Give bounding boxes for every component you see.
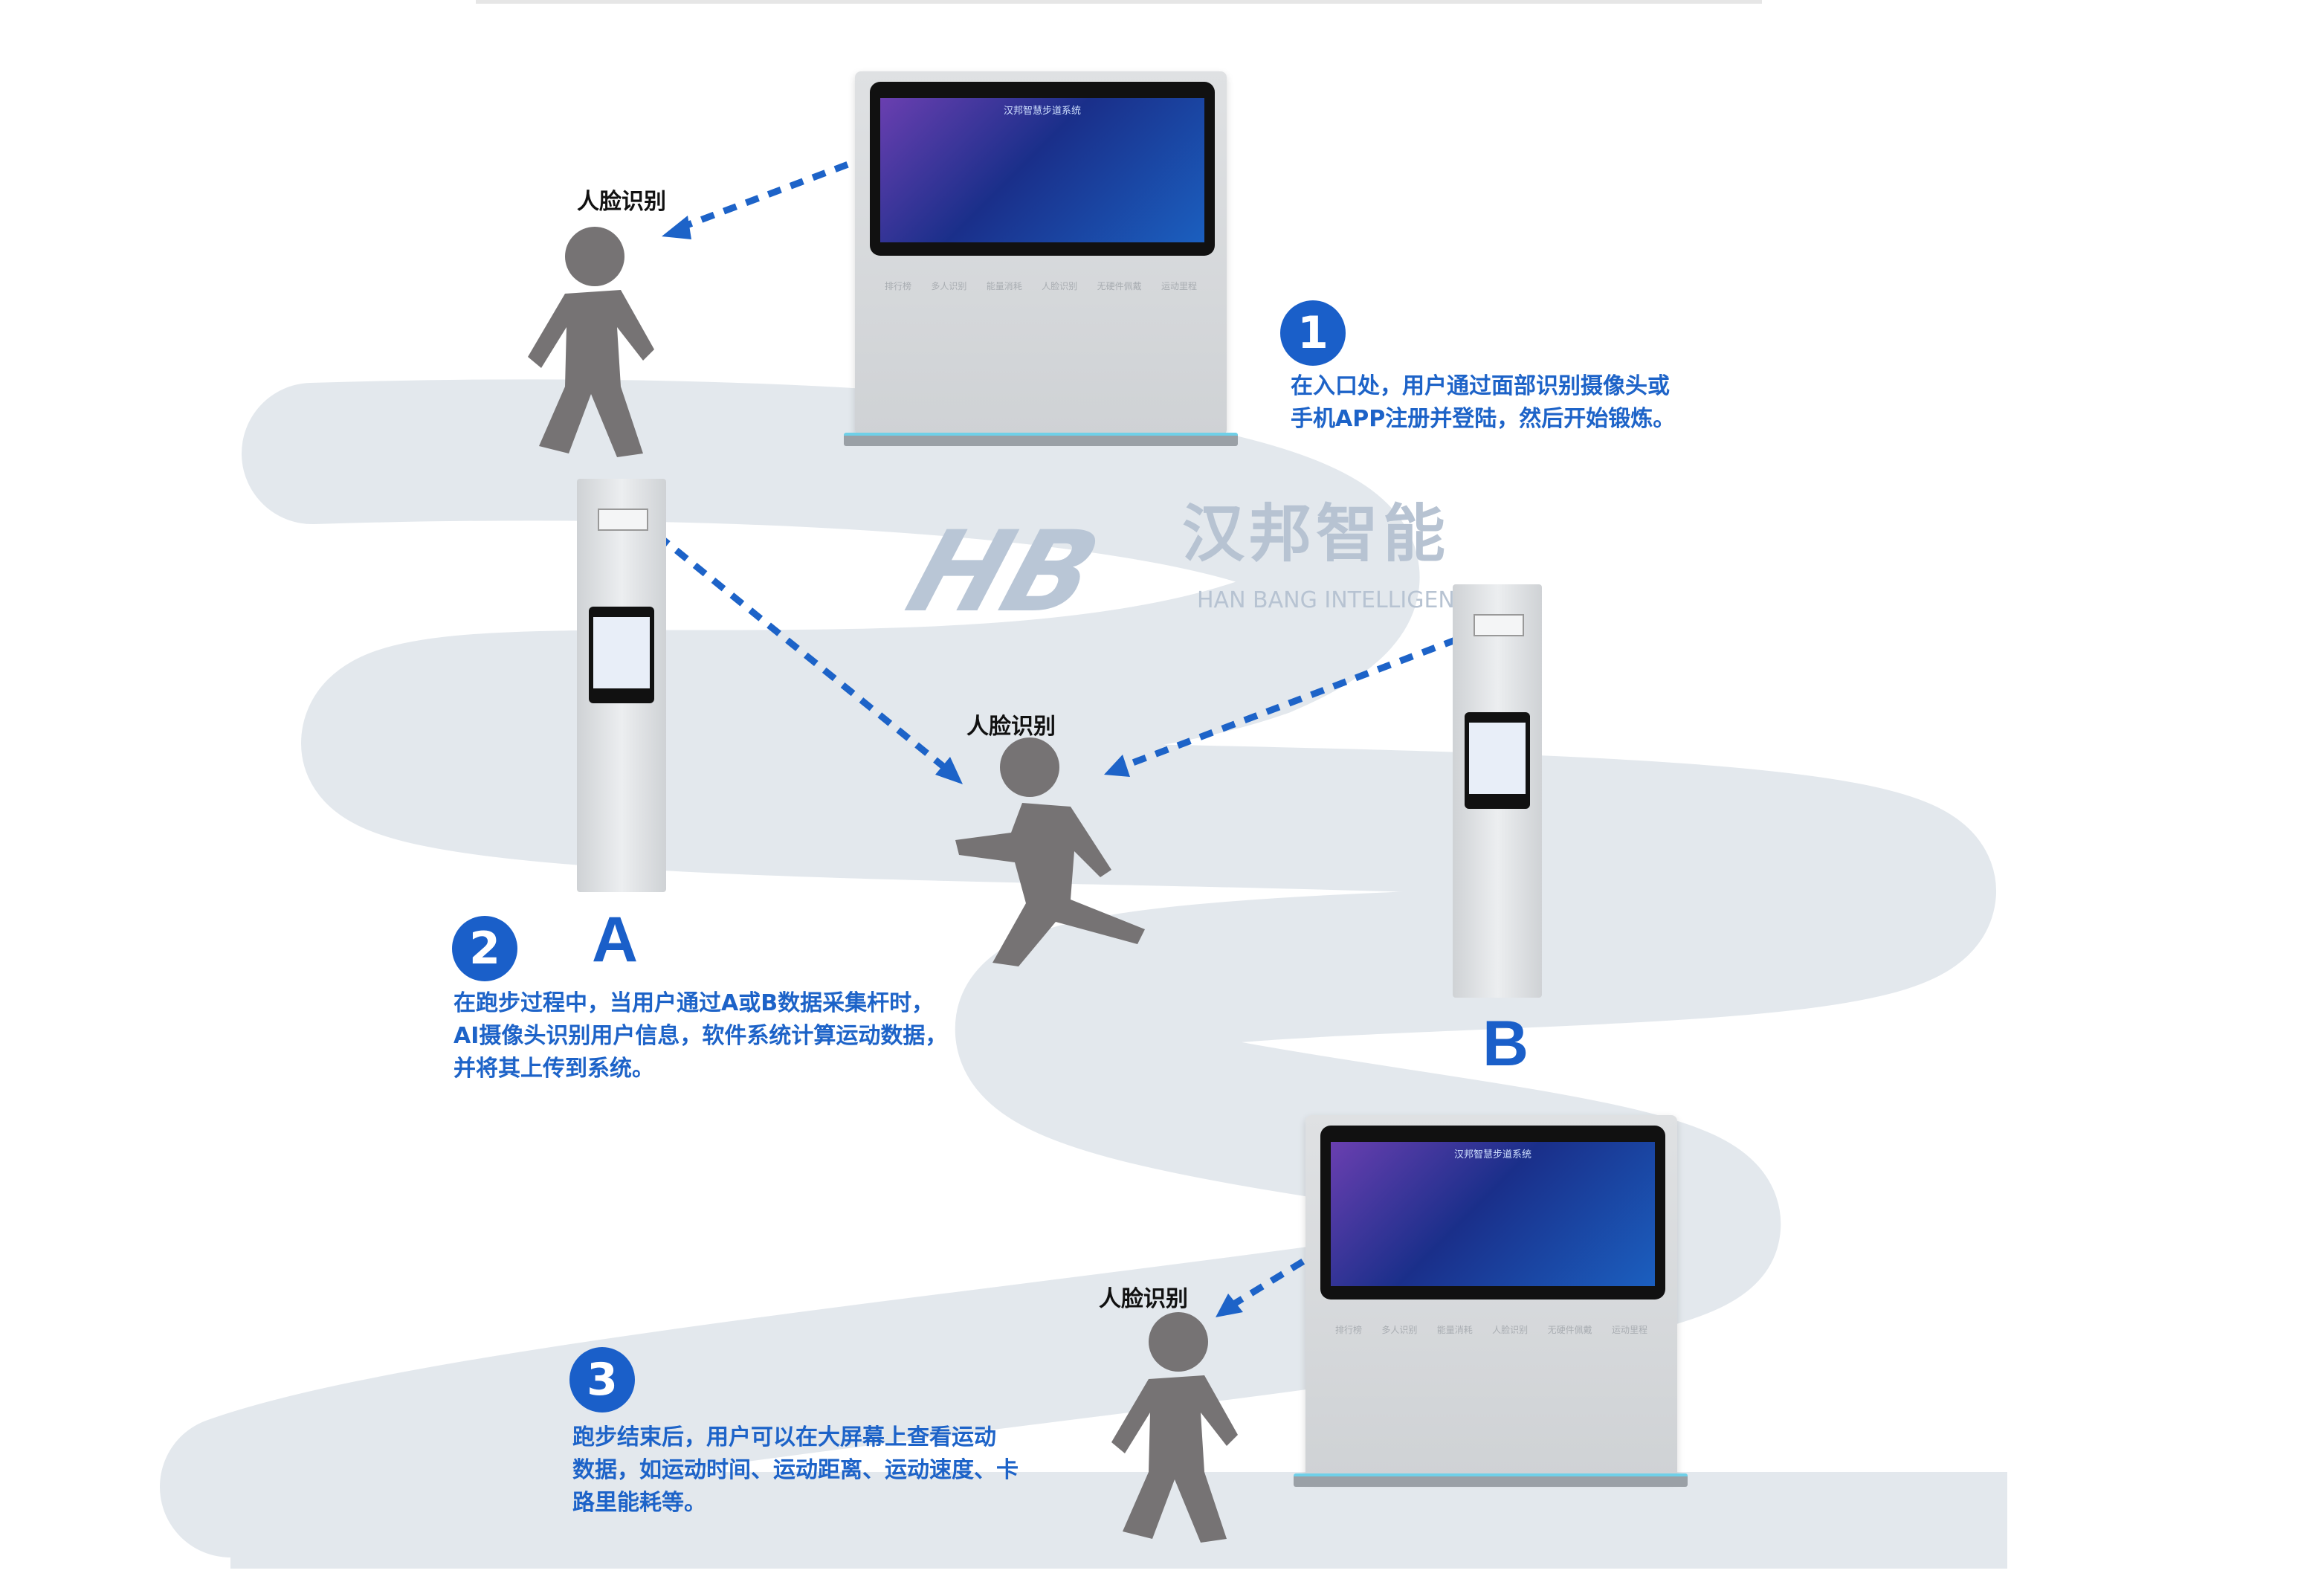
text-line: 在入口处，用户通过面部识别摄像头或 <box>1291 373 1670 399</box>
camera-icon <box>598 508 648 531</box>
display-screen: 汉邦智慧步道系统 <box>870 82 1215 256</box>
face-recognition-label: 人脸识别 <box>966 714 1056 740</box>
text-line: 手机APP注册并登陆，然后开始锻炼。 <box>1291 406 1676 432</box>
step-badge-1: 1 <box>1280 300 1346 366</box>
text-line: 路里能耗等。 <box>572 1490 706 1516</box>
text-line: 并将其上传到系统。 <box>453 1056 654 1082</box>
key-label: 无硬件佩戴 <box>1097 281 1142 291</box>
watermark-en: HAN BANG INTELLIGENT <box>1197 587 1469 613</box>
top-divider <box>476 0 1762 4</box>
display-screen: 汉邦智慧步道系统 <box>1320 1126 1665 1300</box>
key-label: 多人识别 <box>1381 1325 1418 1335</box>
camera-icon <box>1474 614 1524 636</box>
key-label: 排行榜 <box>1335 1325 1363 1335</box>
key-label: 人脸识别 <box>1492 1325 1529 1335</box>
step-2-description: 在跑步过程中，当用户通过A或B数据采集杆时， AI摄像头识别用户信息，软件系统计… <box>453 987 947 1085</box>
pole-label-a: A <box>592 904 639 975</box>
text-line: AI摄像头识别用户信息，软件系统计算运动数据， <box>453 1023 948 1049</box>
pole-label-b: B <box>1482 1008 1529 1079</box>
screen-title: 汉邦智慧步道系统 <box>1453 1149 1531 1160</box>
recognition-arrows <box>637 152 1459 1311</box>
face-recognition-label: 人脸识别 <box>577 189 666 215</box>
key-label: 运动里程 <box>1611 1325 1647 1335</box>
key-label: 人脸识别 <box>1042 281 1078 291</box>
track-path <box>160 379 1996 1557</box>
key-label: 能量消耗 <box>1436 1325 1473 1335</box>
big-screen-kiosk-entrance: 汉邦智慧步道系统 排行榜 多人识别 能量消耗 人脸识别 无硬件佩戴 运动里程 <box>855 71 1227 436</box>
pole-screen <box>589 607 654 703</box>
key-label: 无硬件佩戴 <box>1547 1325 1592 1335</box>
data-pole-a <box>577 479 666 892</box>
arrow-heads <box>662 216 1243 1317</box>
big-screen-kiosk-exit: 汉邦智慧步道系统 排行榜 多人识别 能量消耗 人脸识别 无硬件佩戴 运动里程 <box>1305 1115 1677 1479</box>
track-ground <box>230 1472 2007 1569</box>
person-walking-1 <box>528 227 654 457</box>
kiosk-base <box>844 433 1238 446</box>
data-pole-b <box>1453 584 1542 998</box>
text-line: 在跑步过程中，当用户通过A或B数据采集杆时， <box>453 990 935 1016</box>
face-recognition-label: 人脸识别 <box>1099 1286 1188 1312</box>
key-label: 多人识别 <box>931 281 967 291</box>
monitor-keys: 排行榜 多人识别 能量消耗 人脸识别 无硬件佩戴 运动里程 <box>1335 1323 1647 1336</box>
watermark-cn: 汉邦智能 <box>1182 497 1450 570</box>
key-label: 能量消耗 <box>986 281 1022 291</box>
step-badge-3: 3 <box>569 1347 635 1412</box>
text-line: 跑步结束后，用户可以在大屏幕上查看运动 <box>572 1424 996 1450</box>
person-walking-3 <box>1111 1312 1238 1543</box>
key-label: 运动里程 <box>1161 281 1197 291</box>
monitor-keys: 排行榜 多人识别 能量消耗 人脸识别 无硬件佩戴 运动里程 <box>885 280 1197 292</box>
person-running <box>955 737 1145 966</box>
text-line: 数据，如运动时间、运动距离、运动速度、卡 <box>572 1457 1019 1483</box>
key-label: 排行榜 <box>885 281 912 291</box>
step-1-description: 在入口处，用户通过面部识别摄像头或 手机APP注册并登陆，然后开始锻炼。 <box>1291 370 1675 436</box>
step-badge-2: 2 <box>452 916 517 981</box>
pole-screen <box>1465 712 1530 809</box>
step-3-description: 跑步结束后，用户可以在大屏幕上查看运动 数据，如运动时间、运动距离、运动速度、卡… <box>572 1421 1019 1520</box>
screen-title: 汉邦智慧步道系统 <box>1003 106 1081 117</box>
kiosk-base <box>1294 1473 1688 1487</box>
